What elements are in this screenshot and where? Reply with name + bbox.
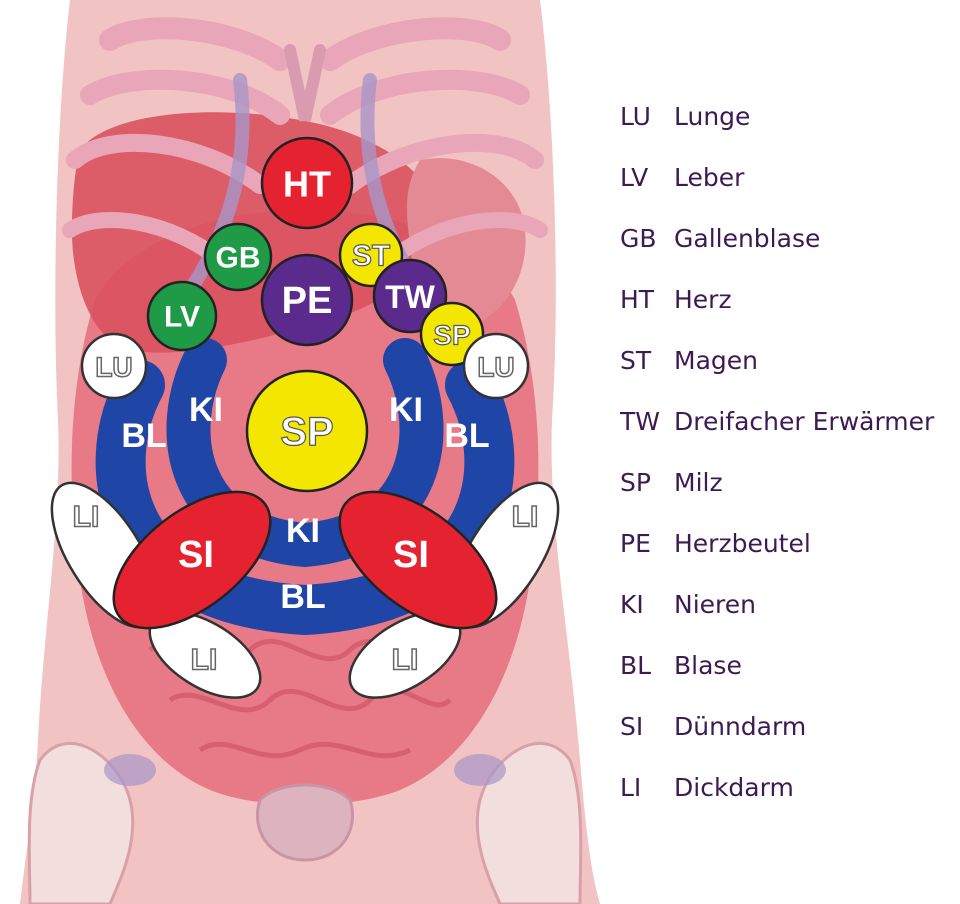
legend-name: Herzbeutel [674,528,811,558]
spleen-large-circle [245,369,369,493]
lung-left-circle [80,332,148,400]
marker-pe: PE [282,280,333,322]
legend-code: BL [620,650,652,680]
legend-code: LI [620,772,642,802]
marker-st: ST [352,240,390,273]
legend-code: SP [620,467,651,497]
gallbladder-circle [203,222,273,292]
legend-row-bl: BL Blase [620,645,742,685]
marker-lv: LV [164,301,200,334]
liver-circle [146,280,218,352]
marker-li-left-lower: LI [191,644,218,677]
legend-row-pe: PE Herzbeutel [620,523,811,563]
legend-row-lv: LV Leber [620,157,744,197]
legend-code: GB [620,223,657,253]
marker-bl-right: BL [444,417,489,455]
lung-right-circle [462,332,530,400]
legend-row-sp: SP Milz [620,462,723,502]
small-intestine-left [112,490,272,630]
marker-ht: HT [283,164,331,205]
rib-cage [62,17,548,297]
marker-gb: GB [216,242,261,275]
marker-sp-small: SP [433,320,470,351]
legend-row-st: ST Magen [620,340,758,380]
marker-li-right-upper: LI [512,501,539,534]
marker-sp-large: SP [280,410,333,454]
marker-tw: TW [385,279,436,315]
marker-si-left: SI [178,534,214,576]
kidney-meridian-arc [166,338,444,568]
marker-lu-right: LU [477,352,514,383]
legend-code: ST [620,345,652,375]
legend-name: Herz [674,284,732,314]
legend-name: Dreifacher Erwärmer [674,406,935,436]
legend-row-li: LI Dickdarm [620,767,794,807]
marker-li-right-lower: LI [392,644,419,677]
marker-ki-bottom: KI [286,512,320,550]
legend-code: TW [620,406,660,436]
legend-name: Dickdarm [674,772,794,802]
pelvis-bones [27,741,583,904]
legend-row-gb: GB Gallenblase [620,218,820,258]
legend-name: Dünndarm [674,711,807,741]
legend-row-lu: LU Lunge [620,96,750,136]
legend-code: KI [620,589,644,619]
legend-name: Lunge [674,101,751,131]
marker-ki-left: KI [189,391,223,429]
legend-name: Nieren [674,589,756,619]
marker-lu-left: LU [95,352,132,383]
legend-code: LV [620,162,649,192]
marker-li-left-upper: LI [73,501,100,534]
legend-row-ht: HT Herz [620,279,732,319]
legend-code: PE [620,528,651,558]
pericardium-circle [260,253,354,347]
abdomen-organ-diagram: HT GB ST PE TW LV SP LU LU SP KI KI KI B… [20,0,600,904]
heart-circle [260,136,354,230]
legend-name: Gallenblase [674,223,821,253]
legend-name: Milz [674,467,723,497]
bladder-meridian-arc [95,360,515,636]
legend-name: Blase [674,650,742,680]
marker-bl-left: BL [121,417,166,455]
marker-si-right: SI [393,534,429,576]
small-intestine-right [338,490,498,630]
legend-name: Magen [674,345,758,375]
legend-code: HT [620,284,655,314]
legend-name: Leber [674,162,745,192]
marker-bl-bottom: BL [280,578,325,616]
legend-row-tw: TW Dreifacher Erwärmer [620,401,934,441]
legend-row-si: SI Dünndarm [620,706,806,746]
legend-code: SI [620,711,644,741]
marker-ki-right: KI [389,391,423,429]
legend-code: LU [620,101,651,131]
legend-row-ki: KI Nieren [620,584,756,624]
